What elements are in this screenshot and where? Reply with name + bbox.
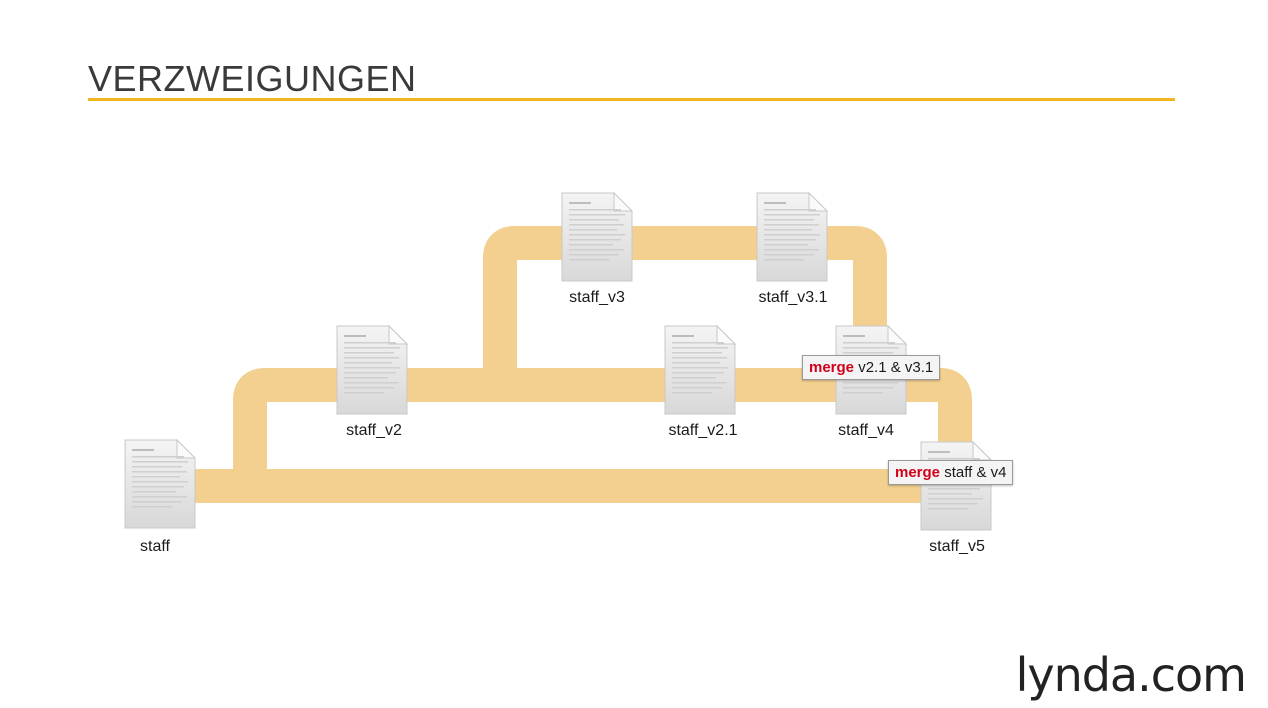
branch-paths [160, 226, 972, 503]
document-label-staff-v3: staff_v3 [569, 289, 625, 306]
path-v3-branch [483, 226, 887, 385]
document-icon-staff-v2 [336, 325, 408, 415]
document-label-staff-v5: staff_v5 [929, 538, 985, 555]
page-title: VERZWEIGUNGEN [88, 58, 417, 99]
merge-text: staff & v4 [944, 464, 1007, 481]
document-icon-staff-v3-1 [756, 192, 828, 282]
document-label-staff: staff [140, 538, 170, 555]
document-icon-staff-v5 [920, 441, 992, 531]
brand-suffix: .com [1137, 648, 1247, 702]
document-label-staff-v3-1: staff_v3.1 [758, 289, 828, 306]
merge-badge-v2-1-v3-1: merge v2.1 & v3.1 [802, 355, 941, 380]
merge-keyword: merge [895, 464, 941, 481]
document-label-staff-v2-1: staff_v2.1 [668, 422, 738, 439]
document-icon-staff-v3 [561, 192, 633, 282]
brand-name: lynda [1015, 648, 1139, 702]
brand-logo: lynda.com [1015, 648, 1247, 702]
title-divider [88, 98, 1175, 101]
path-v2-branch [233, 368, 972, 486]
merge-keyword: merge [809, 359, 855, 376]
document-icon-staff-v2-1 [664, 325, 736, 415]
document-label-staff-v4: staff_v4 [838, 422, 894, 439]
merge-badge-staff-v4: merge staff & v4 [888, 460, 1014, 485]
document-label-staff-v2: staff_v2 [346, 422, 402, 439]
document-icon-staff [124, 439, 196, 529]
merge-text: v2.1 & v3.1 [858, 359, 934, 376]
